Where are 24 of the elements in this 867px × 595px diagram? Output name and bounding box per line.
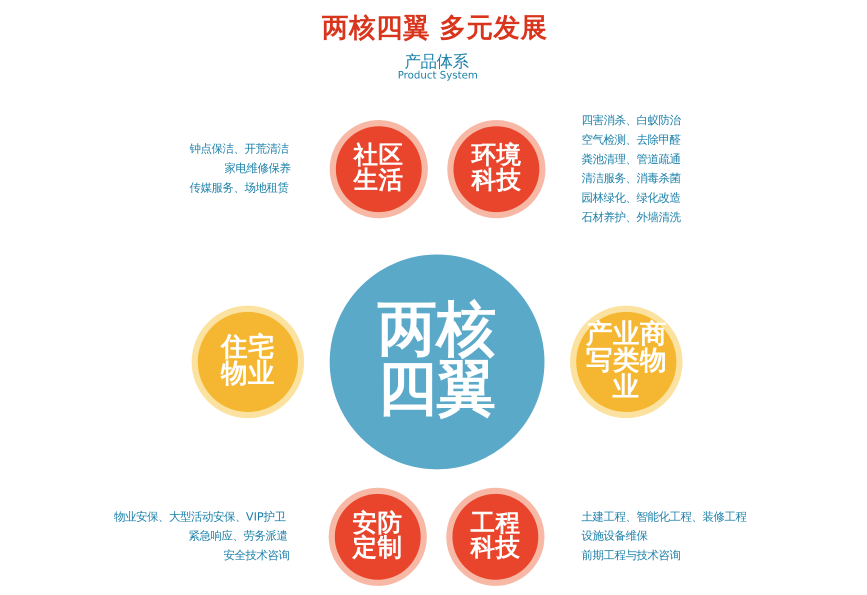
node-circle: 安防定制 xyxy=(328,488,427,586)
node-circle: 环境科技 xyxy=(447,120,546,218)
label: 产品体系 xyxy=(404,52,468,72)
node-label: 空气检测、去除甲醛 xyxy=(581,133,680,146)
node-label: 传媒服务、场地租赁 xyxy=(190,181,289,194)
node-circle: 住宅物业 xyxy=(192,306,304,418)
node-circle: 社区生活 xyxy=(330,120,428,218)
node-circle: 产业商写类物业 xyxy=(570,306,683,418)
node-label: 园林绿化、绿化改造 xyxy=(581,192,680,205)
node-label: 钟点保洁、开荒清洁 xyxy=(190,142,289,156)
node-label: 紧急响应、劳务派遣 xyxy=(188,530,288,543)
node-circle: 工程科技 xyxy=(446,488,544,586)
node-label: 物业安保、大型活动安保、VIP护卫 xyxy=(114,510,286,524)
node-label: 设施设备维保 xyxy=(581,530,648,543)
node-label: 家电维修保养 xyxy=(224,162,290,176)
node-label: 前期工程与技术咨询 xyxy=(581,549,680,562)
node-label: 石材养护、外墙清洗 xyxy=(581,211,680,224)
diagram-title: 两核四翼 多元发展 xyxy=(322,12,548,44)
node-label: 清洁服务、消毒杀菌 xyxy=(581,172,680,186)
node-label: 粪池清理、管道疏通 xyxy=(581,152,680,166)
node-label: 四害消杀、白蚁防治 xyxy=(581,114,680,127)
label: Product System xyxy=(398,70,478,82)
node-label: 土建工程、智能化工程、装修工程 xyxy=(581,510,746,524)
node-label: 安全技术咨询 xyxy=(223,549,290,562)
